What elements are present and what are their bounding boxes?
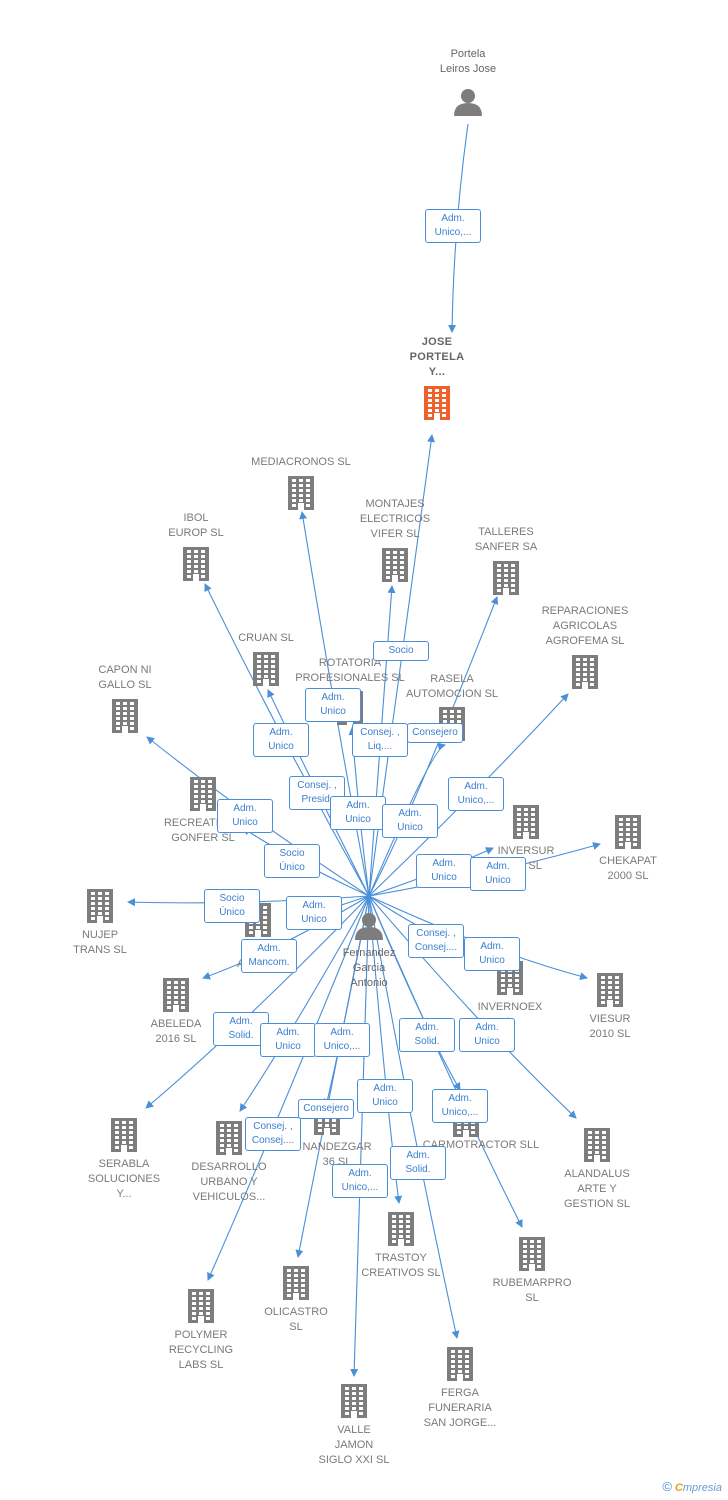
edge-label-montajes[interactable]: Consej. , Liq.... [352,723,408,757]
edge-label-invernoex[interactable]: Consej. , Consej.... [408,924,464,958]
edge-fernandez-desarrollo [239,895,370,1112]
edge-label-trastoy[interactable]: Adm. Unico [357,1079,413,1113]
building-icon-ibol[interactable] [183,547,209,581]
edge-label-nujep[interactable]: Socio Único [204,889,260,923]
node-label-trastoy[interactable]: TRASTOY CREATIVOS SL [361,1252,441,1279]
node-label-desarrollo[interactable]: DESARROLLO URBANO Y VEHICULOS... [191,1161,267,1203]
node-label-serabla[interactable]: SERABLA SOLUCIONES Y... [87,1158,161,1200]
building-icon-cruan[interactable] [253,652,279,686]
node-label-viesur[interactable]: VIESUR 2010 SL [589,1013,631,1040]
edge-label-ibol[interactable]: Adm. Unico [253,723,309,757]
building-icon-capon[interactable] [112,699,138,733]
icons-layer [87,89,641,1418]
edge-label-mediacronos[interactable]: Adm. Unico [305,688,361,722]
edge-fernandez-jose [368,434,435,897]
edge-label-fernandezgar[interactable]: Adm. Unico,... [314,1023,370,1057]
building-icon-chekapat[interactable] [615,815,641,849]
copyright-symbol: © [662,1479,672,1494]
brand-logo-text: mpresia [682,1482,722,1494]
building-icon-recreativos[interactable] [190,777,216,811]
edge-label-chekapat[interactable]: Adm. Unico [470,857,526,891]
edge-label-talleres[interactable]: Adm. Unico [382,804,438,838]
building-icon-nujep[interactable] [87,889,113,923]
edge-label-rubemarpro[interactable]: Adm. Unico,... [432,1089,488,1123]
edge-fernandez-talleres [368,596,499,897]
footer-brand: ©Cmpresia [662,1479,722,1494]
edge-fernandez-olicastro [295,895,370,1258]
building-icon-montajes[interactable] [382,548,408,582]
edge-label-jose[interactable]: Adm. Unico,... [425,209,481,243]
edge-label-polymer[interactable]: Consej. , Consej.... [245,1117,301,1151]
node-label-rasela[interactable]: RASELA AUTOMOCION SL [405,673,499,700]
building-icon-olicastro[interactable] [283,1266,309,1300]
brand-logo: Cmpresia [675,1482,722,1494]
building-icon-valle[interactable] [341,1384,367,1418]
building-icon-serabla[interactable] [111,1118,137,1152]
node-label-montajes[interactable]: MONTAJES ELECTRICOS VIFER SL [359,498,431,540]
edge-label-recreativos[interactable]: Socio Único [264,844,320,878]
edge-fernandez-rasela [368,742,446,897]
node-label-abeleda[interactable]: ABELEDA 2016 SL [150,1018,202,1045]
person-icon-fernandez[interactable] [355,913,383,940]
building-icon-viesur[interactable] [597,973,623,1007]
node-label-portela[interactable]: Portela Leiros Jose [439,48,497,75]
edge-label-dafc[interactable]: Adm. Unico [286,896,342,930]
edge-label-inversur[interactable]: Adm. Unico [416,854,472,888]
node-label-nujep[interactable]: NUJEP TRANS SL [73,929,127,956]
edge-label-jose[interactable]: Socio [373,641,429,661]
node-label-polymer[interactable]: POLYMER RECYCLING LABS SL [168,1329,234,1371]
edge-fernandez-ferga [368,895,460,1339]
edge-label-olicastro[interactable]: Consejero [298,1099,354,1119]
building-icon-inversur[interactable] [513,805,539,839]
edge-label-carmotractor[interactable]: Adm. Solid. [399,1018,455,1052]
node-label-mediacronos[interactable]: MEDIACRONOS SL [251,456,351,468]
building-icon-abeleda[interactable] [163,978,189,1012]
edge-label-desarrollo[interactable]: Adm. Unico [260,1023,316,1057]
building-icon-reparaciones[interactable] [572,655,598,689]
edge-label-valle[interactable]: Adm. Unico,... [332,1164,388,1198]
edge-label-viesur[interactable]: Adm. Unico [464,937,520,971]
building-icon-alandalus[interactable] [584,1128,610,1162]
person-icon-portela[interactable] [454,89,482,116]
node-label-talleres[interactable]: TALLERES SANFER SA [474,526,538,553]
building-icon-talleres[interactable] [493,561,519,595]
node-label-jose[interactable]: JOSE PORTELA Y... [409,336,465,378]
edge-fernandez-polymer [207,895,370,1281]
node-label-valle[interactable]: VALLE JAMON SIGLO XXI SL [318,1424,390,1466]
building-icon-desarrollo[interactable] [216,1121,242,1155]
edge-label-capon[interactable]: Adm. Unico [217,799,273,833]
edge-fernandez-rubemarpro [368,895,523,1228]
building-icon-mediacronos[interactable] [288,476,314,510]
edge-label-rasela[interactable]: Consejero [407,723,463,743]
node-label-capon[interactable]: CAPON NI GALLO SL [98,664,152,691]
edge-label-abeleda[interactable]: Adm. Mancom. [241,939,297,973]
node-label-ferga[interactable]: FERGA FUNERARIA SAN JORGE... [423,1387,497,1429]
node-label-chekapat[interactable]: CHEKAPAT 2000 SL [599,855,657,882]
building-icon-rubemarpro[interactable] [519,1237,545,1271]
node-label-cruan[interactable]: CRUAN SL [238,632,294,644]
node-label-ibol[interactable]: IBOL EUROP SL [168,512,224,539]
building-icon-polymer[interactable] [188,1289,214,1323]
node-label-rotatoria[interactable]: ROTATORIA PROFESIONALES SL [295,657,405,684]
node-label-alandalus[interactable]: ALANDALUS ARTE Y GESTION SL [563,1168,631,1210]
node-label-rubemarpro[interactable]: RUBEMARPRO SL [492,1277,572,1304]
node-label-reparaciones[interactable]: REPARACIONES AGRICOLAS AGROFEMA SL [541,605,629,647]
edge-label-alandalus[interactable]: Adm. Unico [459,1018,515,1052]
building-icon-trastoy[interactable] [388,1212,414,1246]
building-icon-jose[interactable] [424,386,450,420]
edge-fernandez-valle [350,895,370,1377]
node-label-olicastro[interactable]: OLICASTRO SL [264,1306,328,1333]
building-icon-ferga[interactable] [447,1347,473,1381]
node-label-fernandez[interactable]: Fernandez Garcia Antonio [342,947,396,989]
node-label-carmotractor[interactable]: CARMOTRACTOR SLL [422,1139,540,1151]
edge-label-rotatoria[interactable]: Adm. Unico [330,796,386,830]
edge-label-reparaciones[interactable]: Adm. Unico,... [448,777,504,811]
edge-label-ferga[interactable]: Adm. Solid. [390,1146,446,1180]
brand-logo-initial: C [674,1482,683,1494]
